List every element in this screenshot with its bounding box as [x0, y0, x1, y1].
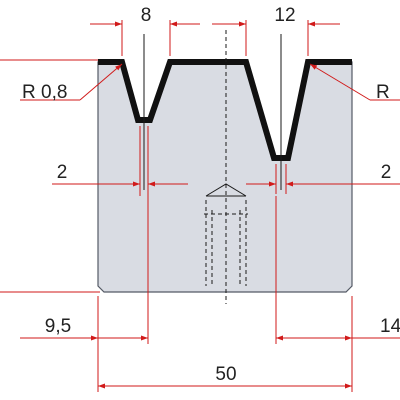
die-body [97, 61, 353, 293]
dim-small-v-bottom-label: 2 [57, 162, 68, 183]
dim-left-offset-label: 9,5 [45, 316, 71, 337]
dim-radius-left: R 0,8 [0, 59, 123, 103]
mounting-hole [204, 183, 248, 286]
dim-total-width-label: 50 [215, 364, 236, 385]
dim-total-width: 50 [98, 364, 352, 389]
dim-small-v-bottom: 2 [52, 126, 188, 196]
dim-left-offset: 9,5 [20, 196, 149, 392]
dim-large-v-bottom-label: 2 [381, 162, 392, 183]
dim-right-offset-label: 14 [380, 316, 400, 337]
dim-radius-right: R [309, 63, 400, 103]
dim-radius-left-label: R 0,8 [22, 82, 67, 103]
dim-large-v-bottom: 2 [246, 162, 400, 194]
dim-large-v-opening-label: 12 [274, 5, 295, 26]
dim-large-v-opening: 12 [212, 5, 340, 56]
die-top-profile [98, 59, 352, 161]
dim-small-v-opening: 8 [90, 5, 200, 56]
dim-right-offset: 14 [275, 196, 400, 392]
dim-small-v-opening-label: 8 [141, 5, 152, 26]
dim-radius-right-label: R [376, 82, 390, 103]
